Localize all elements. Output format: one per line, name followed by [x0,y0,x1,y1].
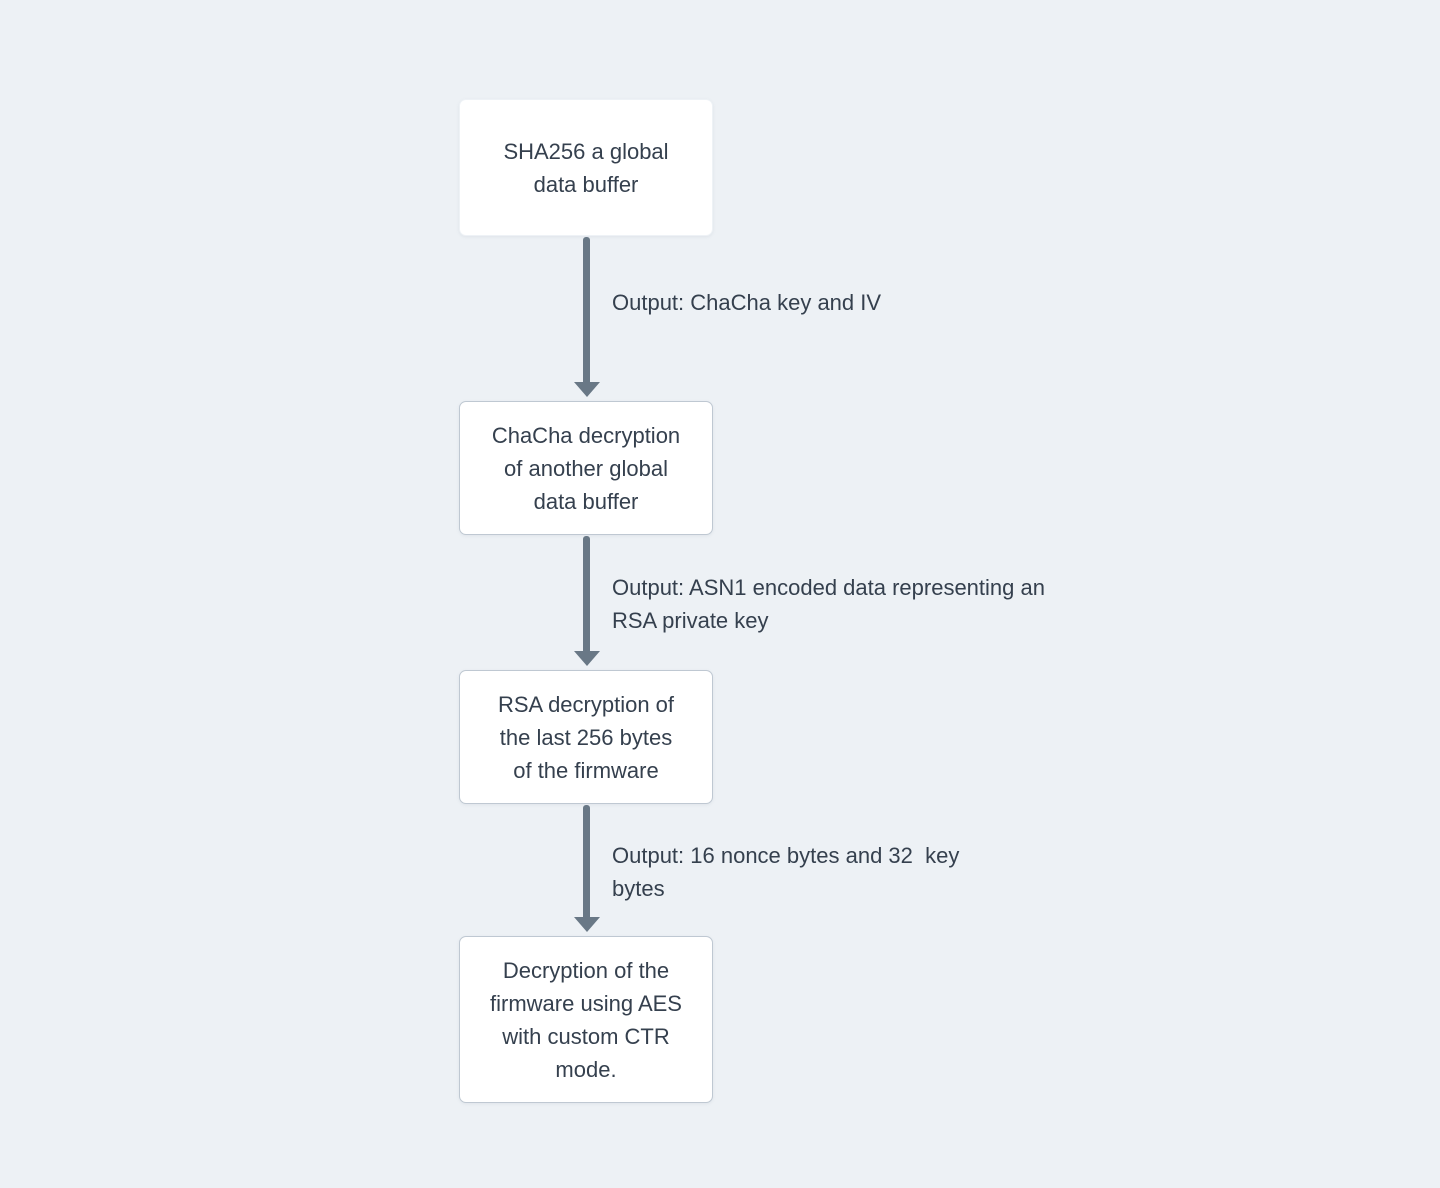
edge-arrow-1 [573,237,600,397]
node-rsa-decrypt: RSA decryption of the last 256 bytes of … [459,670,713,804]
arrow-down-icon [573,651,600,666]
arrow-down-icon [573,382,600,397]
node-chacha-decrypt-label: ChaCha decryption of another global data… [491,422,681,514]
arrow-stem [583,805,590,917]
node-sha256-label: SHA256 a global data buffer [503,138,669,197]
node-chacha-decrypt: ChaCha decryption of another global data… [459,401,713,535]
arrow-stem [583,536,590,651]
edge-label-1: Output: ChaCha key and IV [612,290,882,315]
node-sha256: SHA256 a global data buffer [459,99,713,236]
edge-label-3: Output: 16 nonce bytes and 32 key bytes [612,843,960,901]
edge-arrow-3 [573,805,600,932]
node-aes-decrypt: Decryption of the firmware using AES wit… [459,936,713,1103]
node-rsa-decrypt-label: RSA decryption of the last 256 bytes of … [497,691,675,783]
node-aes-decrypt-label: Decryption of the firmware using AES wit… [490,957,682,1082]
edge-label-2: Output: ASN1 encoded data representing a… [612,575,1045,633]
arrow-down-icon [573,917,600,932]
edge-arrow-2 [573,536,600,666]
arrow-stem [583,237,590,382]
